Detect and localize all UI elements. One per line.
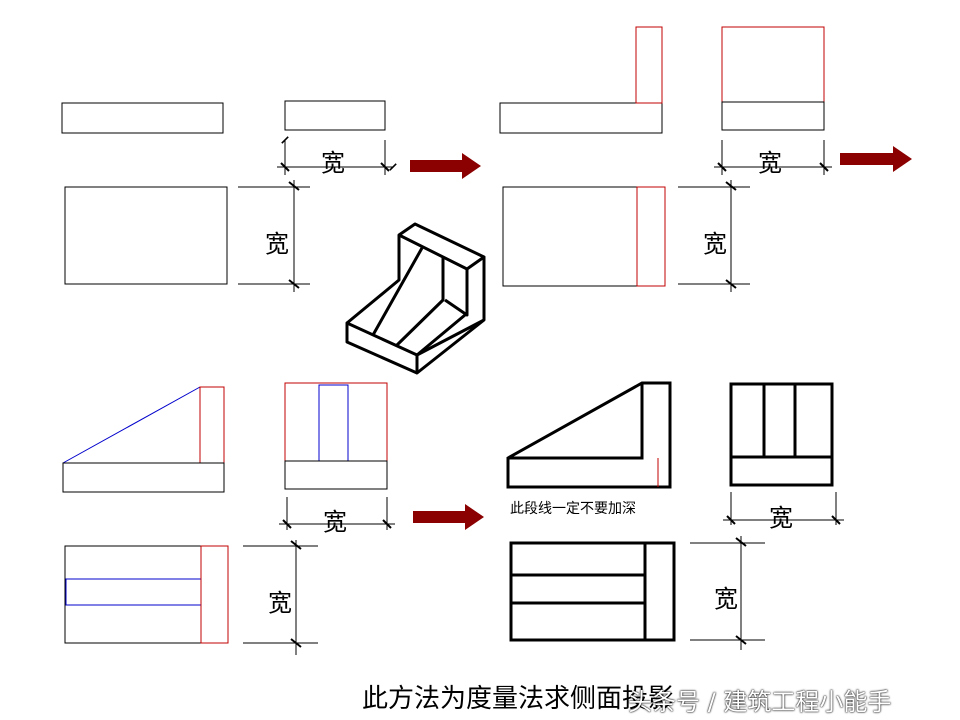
width-label: 宽 [321,149,345,177]
annotation-note: 此段线一定不要加深 [508,497,638,519]
width-label: 宽 [323,508,347,536]
arrow-icon [410,153,481,179]
arrow-icon [840,146,912,172]
width-label: 宽 [265,230,289,258]
width-label: 宽 [769,504,793,532]
step1-views [61,100,393,292]
isometric-view [345,222,486,375]
step2-views [499,26,832,292]
width-label: 宽 [703,230,727,258]
width-label: 宽 [268,589,292,617]
watermark: 头条号 / 建筑工程小能手 [628,688,892,716]
step3-views [62,382,395,655]
step4-views [506,381,844,650]
arrow-icon [413,504,484,530]
caption: 此方法为度量法求侧面投影 [362,684,675,714]
width-label: 宽 [758,149,782,177]
arrows [410,146,912,530]
width-label: 宽 [714,585,738,613]
